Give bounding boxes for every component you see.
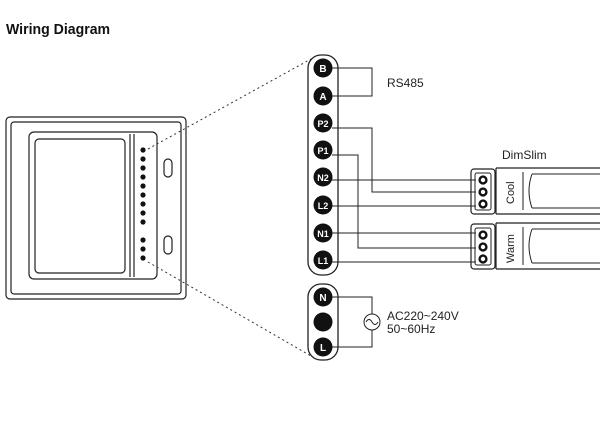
zoom-lines <box>147 58 312 357</box>
terminal-l <box>313 337 333 357</box>
terminal-block-upper <box>307 54 339 276</box>
upper-mount-slot <box>163 158 173 178</box>
terminal-n-label: N <box>319 293 326 304</box>
warm-pin <box>478 230 488 240</box>
terminal-l1 <box>313 250 333 270</box>
wire-p2 <box>332 127 476 193</box>
terminal-n <box>313 287 333 307</box>
voltage-label: AC220~240V <box>387 309 459 323</box>
terminal-n1 <box>313 223 333 243</box>
diagram-title: Wiring Diagram <box>6 21 111 38</box>
ac-wire-n <box>332 296 373 314</box>
panel-dot <box>140 174 146 180</box>
warm-driver: Warm <box>470 222 600 270</box>
ac-wire-l <box>332 330 373 348</box>
panel-dot <box>140 192 146 198</box>
rs485-label: RS485 <box>387 76 424 90</box>
lower-mount-slot <box>163 235 173 255</box>
warm-body <box>495 222 600 270</box>
wires <box>332 127 476 263</box>
terminal-p2 <box>313 113 333 133</box>
power-terminal-circles <box>313 287 333 357</box>
warm-connector-inner <box>474 227 492 266</box>
zoom-line-bottom <box>147 261 312 357</box>
cool-connector <box>470 168 496 215</box>
cool-pin <box>478 187 488 197</box>
terminal-a-label: A <box>319 92 326 103</box>
cool-body <box>495 167 600 215</box>
terminal-a <box>313 86 333 106</box>
panel-dot <box>140 165 146 171</box>
terminal-p1 <box>313 140 333 160</box>
terminal-blank <box>313 312 333 332</box>
wall-panel <box>5 116 187 300</box>
rs485-bracket <box>332 67 373 97</box>
panel-dot <box>140 147 146 153</box>
ac-wave-icon <box>365 319 379 325</box>
terminal-n2-label: N2 <box>317 173 329 183</box>
panel-dot <box>140 246 146 252</box>
panel-dot <box>140 237 146 243</box>
panel-display-housing <box>28 131 158 280</box>
frequency-label: 50~60Hz <box>387 322 435 336</box>
panel-dot <box>140 201 146 207</box>
panel-terminal-dots <box>140 147 146 261</box>
power-terminal-labels: N L <box>319 293 326 354</box>
terminal-l2-label: L2 <box>318 201 329 211</box>
cool-pin <box>478 199 488 209</box>
warm-connector <box>470 223 496 270</box>
warm-pin <box>478 242 488 252</box>
terminal-l-label: L <box>320 343 326 354</box>
panel-dot <box>140 183 146 189</box>
cool-pin <box>478 175 488 185</box>
terminal-labels: B A P2 P1 N2 L2 N1 L1 <box>317 64 329 266</box>
cool-driver: Cool <box>470 167 600 215</box>
terminal-p2-label: P2 <box>317 119 328 129</box>
ac-source-icon <box>363 313 381 331</box>
panel-dot <box>140 156 146 162</box>
zoom-line-top <box>147 58 312 150</box>
terminal-l1-label: L1 <box>318 256 329 266</box>
terminal-b-label: B <box>319 64 326 75</box>
terminal-l2 <box>313 195 333 215</box>
terminal-n1-label: N1 <box>317 229 329 239</box>
panel-inner-frame <box>10 121 182 295</box>
panel-dot <box>140 219 146 225</box>
terminal-circles <box>313 58 333 270</box>
ac-supply <box>332 296 381 348</box>
wire-p1 <box>332 154 476 249</box>
warm-label: Warm <box>505 234 517 263</box>
terminal-block-power <box>307 283 339 361</box>
panel-screen <box>34 138 126 274</box>
terminal-b <box>313 58 333 78</box>
terminal-n2 <box>313 167 333 187</box>
cool-body-inner <box>528 173 600 209</box>
cool-connector-inner <box>474 172 492 211</box>
panel-outer-frame <box>5 116 187 300</box>
warm-body-inner <box>528 228 600 264</box>
cool-label: Cool <box>505 181 517 204</box>
panel-dot <box>140 210 146 216</box>
dimslim-label: DimSlim <box>502 148 547 162</box>
warm-pin <box>478 254 488 264</box>
terminal-p1-label: P1 <box>317 146 328 156</box>
panel-dot <box>140 255 146 261</box>
